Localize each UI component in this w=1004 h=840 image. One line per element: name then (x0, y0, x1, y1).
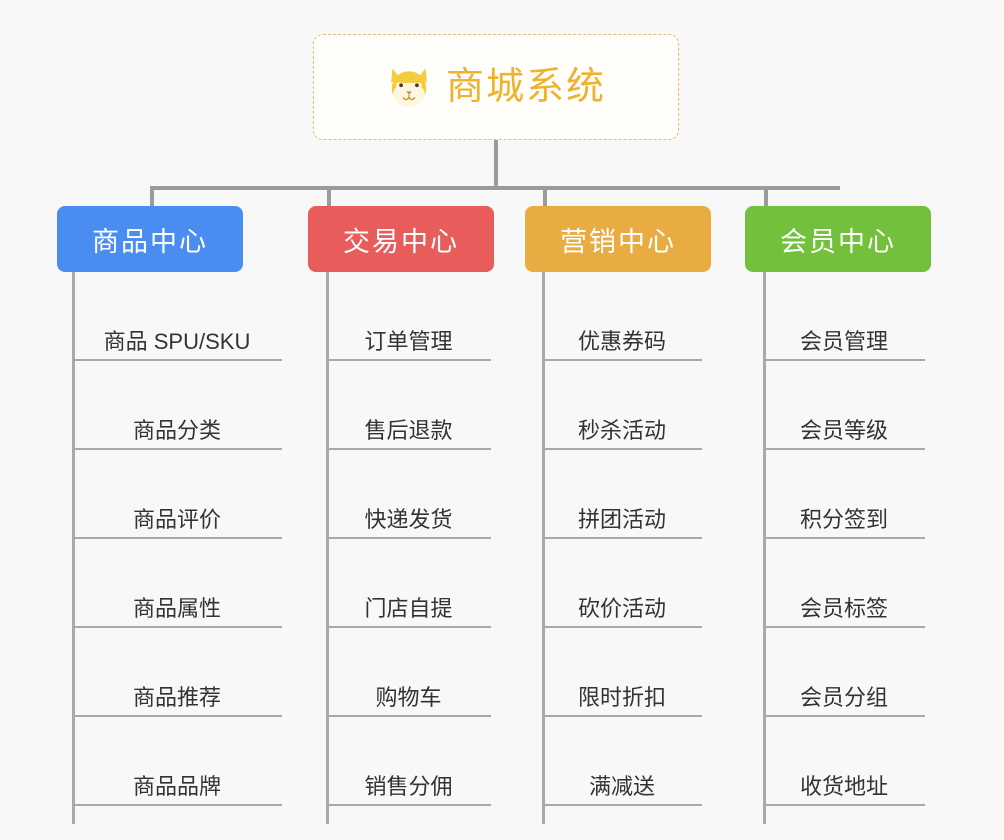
category-label: 商品中心 (92, 226, 208, 257)
leaf-item[interactable]: 商品评价 (72, 450, 282, 539)
leaf-item-label: 商品品牌 (132, 773, 221, 799)
leaf-item-label: 积分签到 (799, 506, 888, 532)
branch-connector-2 (327, 186, 331, 208)
leaf-item[interactable]: 收货地址 (763, 717, 925, 806)
leaf-item-label: 商品属性 (132, 595, 221, 621)
leaf-item[interactable]: 销售分佣 (326, 717, 491, 806)
horizontal-bus-connector (150, 186, 840, 190)
leaf-item[interactable]: 拼团活动 (542, 450, 702, 539)
leaf-item[interactable]: 会员标签 (763, 539, 925, 628)
column-spine (542, 272, 545, 824)
leaf-item-label: 会员标签 (799, 595, 888, 621)
leaf-list: 订单管理售后退款快递发货门店自提购物车销售分佣 (326, 272, 556, 806)
leaf-list: 优惠券码秒杀活动拼团活动砍价活动限时折扣满减送 (542, 272, 772, 806)
category-label: 营销中心 (560, 226, 676, 257)
leaf-item[interactable]: 快递发货 (326, 450, 491, 539)
leaf-item[interactable]: 会员分组 (763, 628, 925, 717)
leaf-item-label: 商品推荐 (132, 684, 221, 710)
leaf-item[interactable]: 门店自提 (326, 539, 491, 628)
leaf-item-label: 收货地址 (799, 773, 888, 799)
leaf-item[interactable]: 商品 SPU/SKU (72, 272, 282, 361)
leaf-item-label: 拼团活动 (577, 506, 666, 532)
leaf-item[interactable]: 秒杀活动 (542, 361, 702, 450)
root-title: 商城系统 (445, 66, 606, 108)
category-label: 交易中心 (343, 226, 459, 257)
shiba-dog-face-icon (391, 68, 427, 108)
branch-connector-4 (764, 186, 768, 208)
leaf-item[interactable]: 商品推荐 (72, 628, 282, 717)
leaf-item-label: 秒杀活动 (577, 417, 666, 443)
leaf-item[interactable]: 售后退款 (326, 361, 491, 450)
leaf-item-label: 购物车 (375, 684, 442, 710)
leaf-item-label: 快递发货 (364, 506, 453, 532)
leaf-list: 会员管理会员等级积分签到会员标签会员分组收货地址 (763, 272, 993, 806)
root-node-mall-system[interactable]: 商城系统 (313, 34, 679, 140)
leaf-item-label: 商品评价 (132, 506, 221, 532)
leaf-item[interactable]: 商品属性 (72, 539, 282, 628)
leaf-item[interactable]: 商品分类 (72, 361, 282, 450)
leaf-item-label: 售后退款 (364, 417, 453, 443)
leaf-item[interactable]: 砍价活动 (542, 539, 702, 628)
leaf-item[interactable]: 会员等级 (763, 361, 925, 450)
branch-connector-1 (150, 186, 154, 208)
category-box-2[interactable]: 交易中心 (308, 206, 494, 272)
leaf-item[interactable]: 满减送 (542, 717, 702, 806)
leaf-item-label: 限时折扣 (577, 684, 666, 710)
column-spine (72, 272, 75, 824)
leaf-item-label: 销售分佣 (364, 773, 453, 799)
leaf-item-label: 门店自提 (364, 595, 453, 621)
leaf-item-label: 会员分组 (799, 684, 888, 710)
leaf-item-label: 商品分类 (132, 417, 221, 443)
leaf-item-label: 会员等级 (799, 417, 888, 443)
leaf-item[interactable]: 订单管理 (326, 272, 491, 361)
category-box-3[interactable]: 营销中心 (525, 206, 711, 272)
leaf-item[interactable]: 购物车 (326, 628, 491, 717)
leaf-item[interactable]: 商品品牌 (72, 717, 282, 806)
leaf-item-label: 会员管理 (799, 328, 888, 354)
column-spine (326, 272, 329, 824)
category-label: 会员中心 (780, 226, 896, 257)
leaf-item[interactable]: 积分签到 (763, 450, 925, 539)
root-stem-connector (494, 140, 498, 188)
leaf-item-label: 优惠券码 (577, 328, 666, 354)
category-box-1[interactable]: 商品中心 (57, 206, 243, 272)
branch-connector-3 (543, 186, 547, 208)
leaf-item-label: 砍价活动 (577, 595, 666, 621)
leaf-list: 商品 SPU/SKU 商品分类商品评价商品属性商品推荐商品品牌 (72, 272, 302, 806)
column-spine (763, 272, 766, 824)
leaf-item[interactable]: 限时折扣 (542, 628, 702, 717)
category-box-4[interactable]: 会员中心 (745, 206, 931, 272)
leaf-item-label: 满减送 (588, 773, 655, 799)
leaf-item[interactable]: 会员管理 (763, 272, 925, 361)
leaf-item-label: 商品 SPU/SKU (103, 328, 251, 354)
leaf-item[interactable]: 优惠券码 (542, 272, 702, 361)
leaf-item-label: 订单管理 (364, 328, 453, 354)
